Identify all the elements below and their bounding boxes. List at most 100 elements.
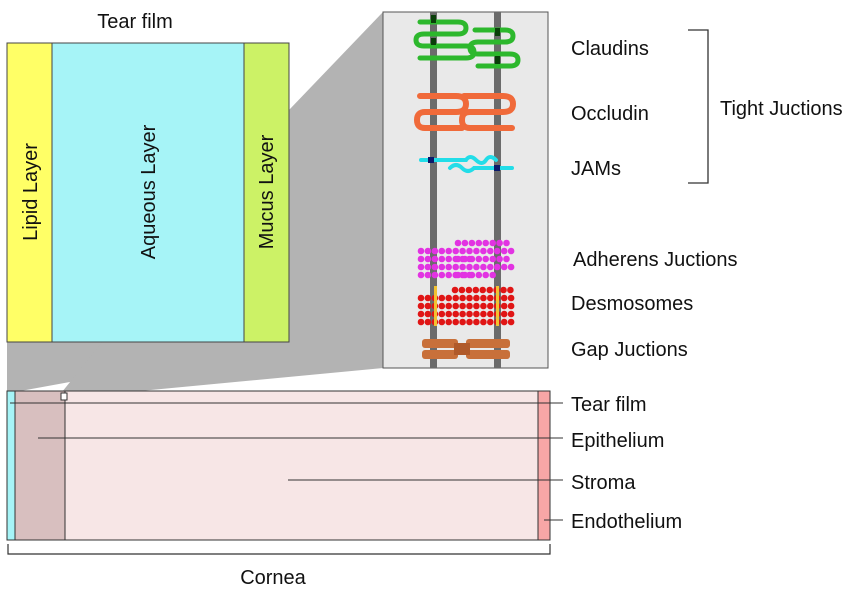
junction-dot — [475, 255, 483, 263]
junction-dot — [452, 302, 460, 310]
junction-dot — [466, 263, 473, 271]
junction-dot — [431, 247, 439, 255]
junction-dot — [452, 263, 460, 271]
junction-dot — [496, 255, 503, 263]
endothelium-label: Endothelium — [571, 511, 682, 533]
junction-dot — [445, 318, 453, 326]
junction-dot — [500, 247, 508, 255]
cornea-bracket — [7, 544, 551, 555]
lipid-layer — [6, 42, 53, 343]
junction-dot — [468, 271, 476, 279]
junction-dot — [438, 255, 446, 263]
junction-dot — [507, 310, 515, 318]
adherens-label: Adherens Juctions — [573, 249, 738, 271]
junction-dot — [473, 318, 480, 326]
junction-dot — [431, 263, 439, 271]
junction-dot — [451, 286, 459, 294]
junction-dot — [424, 294, 432, 302]
claudins-glyph — [413, 15, 521, 69]
junction-dot — [475, 239, 483, 247]
junction-dot — [445, 294, 453, 302]
junction-dot — [452, 318, 460, 326]
junction-dot — [452, 294, 460, 302]
junction-dot — [473, 247, 480, 255]
junction-dot — [487, 294, 494, 302]
junction-dot — [493, 247, 501, 255]
junction-dot — [487, 263, 494, 271]
junction-dot — [482, 271, 490, 279]
junction-dot — [431, 255, 439, 263]
junction-dot — [507, 318, 515, 326]
stroma-label: Stroma — [571, 472, 636, 494]
junction-dot — [480, 318, 487, 326]
junction-dot — [503, 239, 510, 247]
junction-dot — [466, 310, 473, 318]
junction-dot — [445, 255, 453, 263]
junction-dot — [438, 271, 446, 279]
junction-dot — [466, 302, 473, 310]
junction-dot — [496, 239, 503, 247]
junction-dot — [468, 239, 476, 247]
tear-film-layer-label: Tear film — [571, 394, 647, 416]
zoom-marker — [60, 392, 68, 401]
junction-dot — [461, 239, 469, 247]
desmosomes-glyph — [417, 286, 515, 326]
gap-junctions-label: Gap Juctions — [571, 339, 688, 361]
junction-dot — [480, 263, 487, 271]
junction-dot — [424, 263, 432, 271]
junction-dot — [480, 302, 487, 310]
junction-dot — [466, 247, 473, 255]
junction-dot — [473, 294, 480, 302]
junction-dot — [417, 263, 425, 271]
junction-dot — [454, 255, 462, 263]
junction-dot — [500, 302, 508, 310]
junction-dot — [459, 302, 466, 310]
junction-dot — [507, 247, 515, 255]
junction-dot — [500, 294, 508, 302]
claudins-label: Claudins — [571, 38, 649, 60]
junction-dot — [482, 255, 490, 263]
junction-dot — [417, 310, 425, 318]
tight-junctions-bracket — [688, 29, 709, 184]
junction-dot — [487, 302, 494, 310]
junction-dot — [489, 271, 497, 279]
jams-label: JAMs — [571, 158, 621, 180]
aqueous-layer-label: Aqueous Layer — [138, 124, 160, 259]
junction-dot — [480, 310, 487, 318]
junction-dot — [445, 247, 453, 255]
junction-dot — [445, 310, 453, 318]
junction-dot — [507, 294, 515, 302]
junction-dot — [417, 255, 425, 263]
junction-dot — [500, 318, 508, 326]
junction-dot — [473, 302, 480, 310]
junction-dot — [486, 286, 494, 294]
junction-dot — [452, 247, 460, 255]
junction-dot — [445, 263, 453, 271]
junction-dot — [424, 318, 432, 326]
jams-glyph — [419, 155, 514, 173]
cornea-bar — [6, 390, 551, 541]
junction-dot — [473, 263, 480, 271]
junction-dot — [459, 318, 466, 326]
junction-dot — [459, 247, 466, 255]
occludin-label: Occludin — [571, 103, 649, 125]
mucus-layer-label: Mucus Layer — [256, 134, 278, 249]
junction-dot — [438, 263, 446, 271]
lipid-layer-label: Lipid Layer — [20, 143, 42, 241]
junction-dot — [459, 294, 466, 302]
junction-dot — [479, 286, 487, 294]
junction-dot — [468, 255, 476, 263]
junction-dot — [452, 310, 460, 318]
cornea-stroma — [64, 390, 539, 541]
junction-dot — [500, 263, 508, 271]
junction-dot — [438, 247, 446, 255]
junction-dot — [424, 271, 432, 279]
junction-dot — [438, 302, 446, 310]
junction-dot — [424, 310, 432, 318]
junction-dot — [454, 239, 462, 247]
desmosomes-label: Desmosomes — [571, 293, 693, 315]
cornea-label: Cornea — [240, 567, 306, 589]
junction-dot — [503, 255, 510, 263]
junction-dot — [461, 271, 469, 279]
cell-membrane-right — [494, 12, 501, 368]
